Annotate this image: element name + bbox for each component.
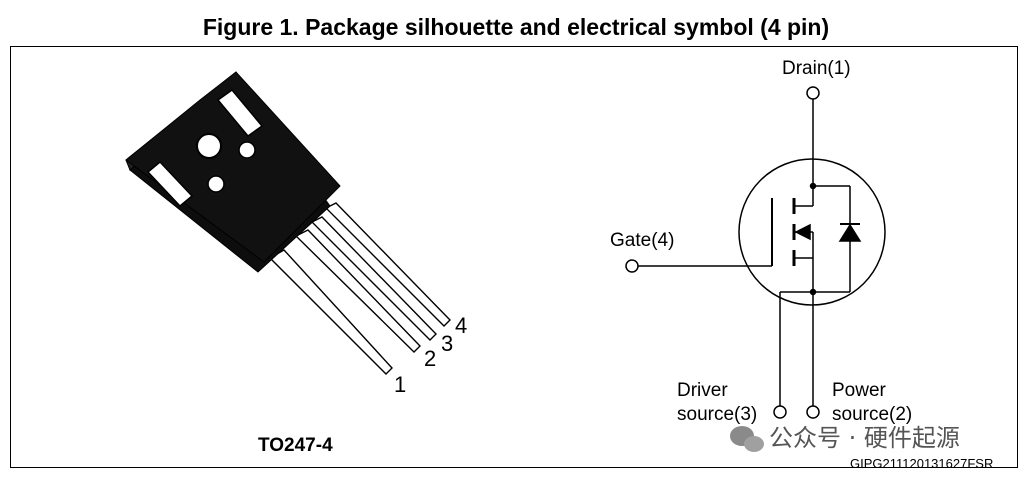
figure-title: Figure 1. Package silhouette and electri… xyxy=(202,14,830,40)
figure-code: GIPG211120131627FSR xyxy=(850,456,993,471)
lead-3 xyxy=(310,216,437,341)
power-source-terminal xyxy=(806,405,820,419)
power-source-label-1: Power xyxy=(832,380,887,401)
power-source-label-2: source(2) xyxy=(832,404,912,425)
gate-label: Gate(4) xyxy=(610,230,674,251)
drain-terminal xyxy=(806,86,820,100)
drain-junction xyxy=(809,182,817,190)
marker-dot-2 xyxy=(207,175,225,193)
pin-label-1: 1 xyxy=(394,372,406,397)
watermark: 公众号 · 硬件起源 xyxy=(730,424,960,452)
lead-2 xyxy=(294,229,421,353)
package-silhouette: 1 2 3 4 TO247-4 xyxy=(125,71,467,456)
tab-notch xyxy=(146,160,194,208)
pin-label-2: 2 xyxy=(424,346,436,371)
symbol-labels: Drain(1) Gate(4) Driver source(3) Power … xyxy=(610,58,912,425)
electrical-symbol xyxy=(625,86,886,419)
pin-label-4: 4 xyxy=(455,313,467,338)
lead-4 xyxy=(324,202,451,327)
driver-source-label-2: source(3) xyxy=(677,404,757,425)
package-leads xyxy=(268,202,451,375)
driver-source-terminal xyxy=(773,405,787,419)
package-name: TO247-4 xyxy=(258,435,333,456)
mounting-tab-slot xyxy=(216,88,264,138)
mosfet-envelope xyxy=(738,158,886,306)
freewheel-diode xyxy=(838,223,862,242)
package-body-top xyxy=(125,71,341,263)
driver-source-label-1: Driver xyxy=(677,380,728,401)
pin-label-3: 3 xyxy=(441,331,453,356)
mounting-hole xyxy=(196,133,222,159)
wechat-icon xyxy=(730,426,764,452)
body-diode-arrow xyxy=(794,223,811,241)
figure-frame xyxy=(10,46,1018,468)
drain-label: Drain(1) xyxy=(782,58,851,79)
gate-terminal xyxy=(625,259,639,273)
marker-dot-1 xyxy=(238,141,256,159)
watermark-text: 公众号 · 硬件起源 xyxy=(769,424,960,452)
